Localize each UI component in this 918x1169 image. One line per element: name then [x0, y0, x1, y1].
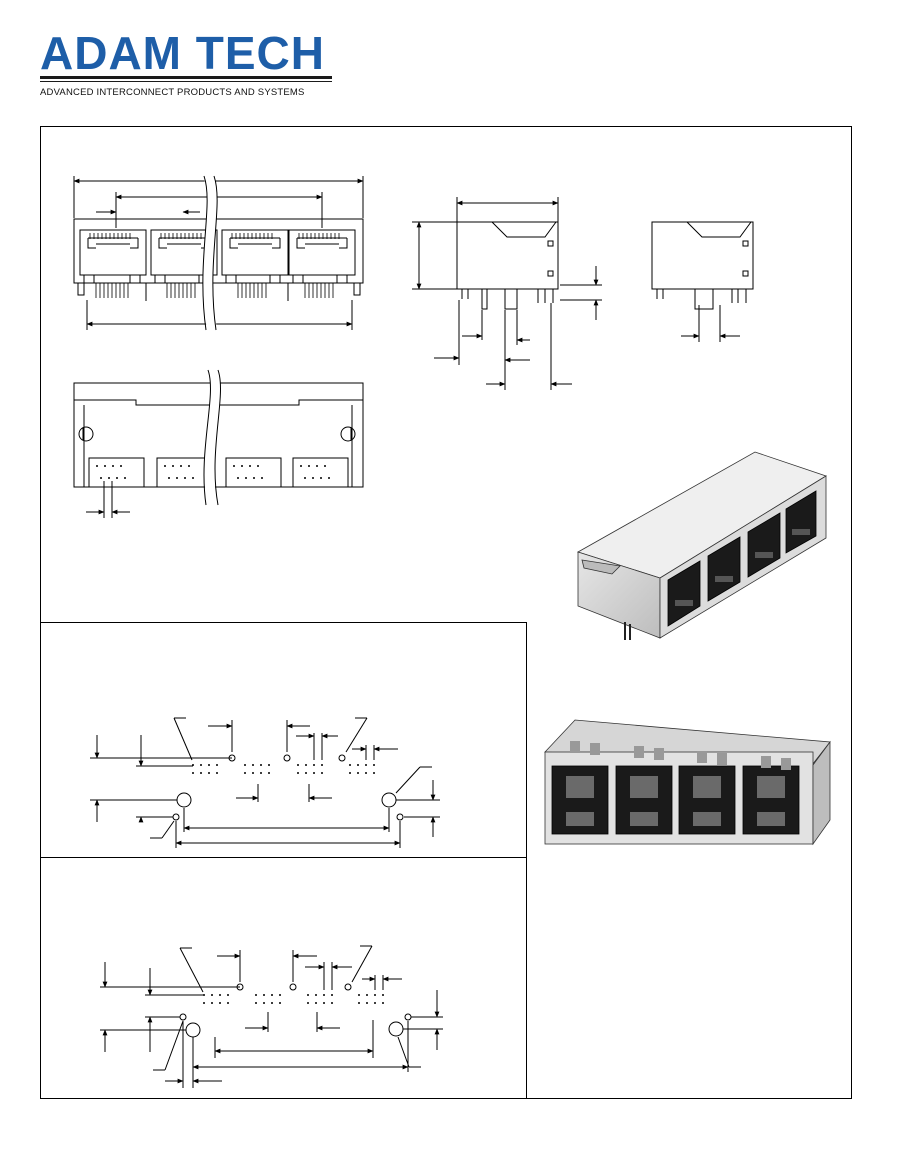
product-photo-rear-angle: [577, 451, 827, 640]
logo-rule-thin: [40, 81, 332, 82]
sheet-frames: [40, 126, 852, 1099]
brand-name: ADAM TECH: [40, 27, 325, 79]
logo-rule: [40, 76, 332, 79]
product-photo-front-angle: [544, 719, 831, 846]
pcb-hole-layout-b: [100, 945, 443, 1088]
quad-rj45-bottom-view: [73, 368, 364, 518]
outer-frame: [40, 126, 852, 1099]
pcb-hole-layout-a: [90, 717, 440, 848]
company-tagline: ADVANCED INTERCONNECT PRODUCTS AND SYSTE…: [40, 87, 305, 98]
side-view-with-shield: [412, 197, 602, 390]
side-view-compact: [651, 221, 754, 342]
quad-rj45-front-view: [73, 173, 364, 331]
company-logo: ADAM TECH: [40, 30, 340, 90]
